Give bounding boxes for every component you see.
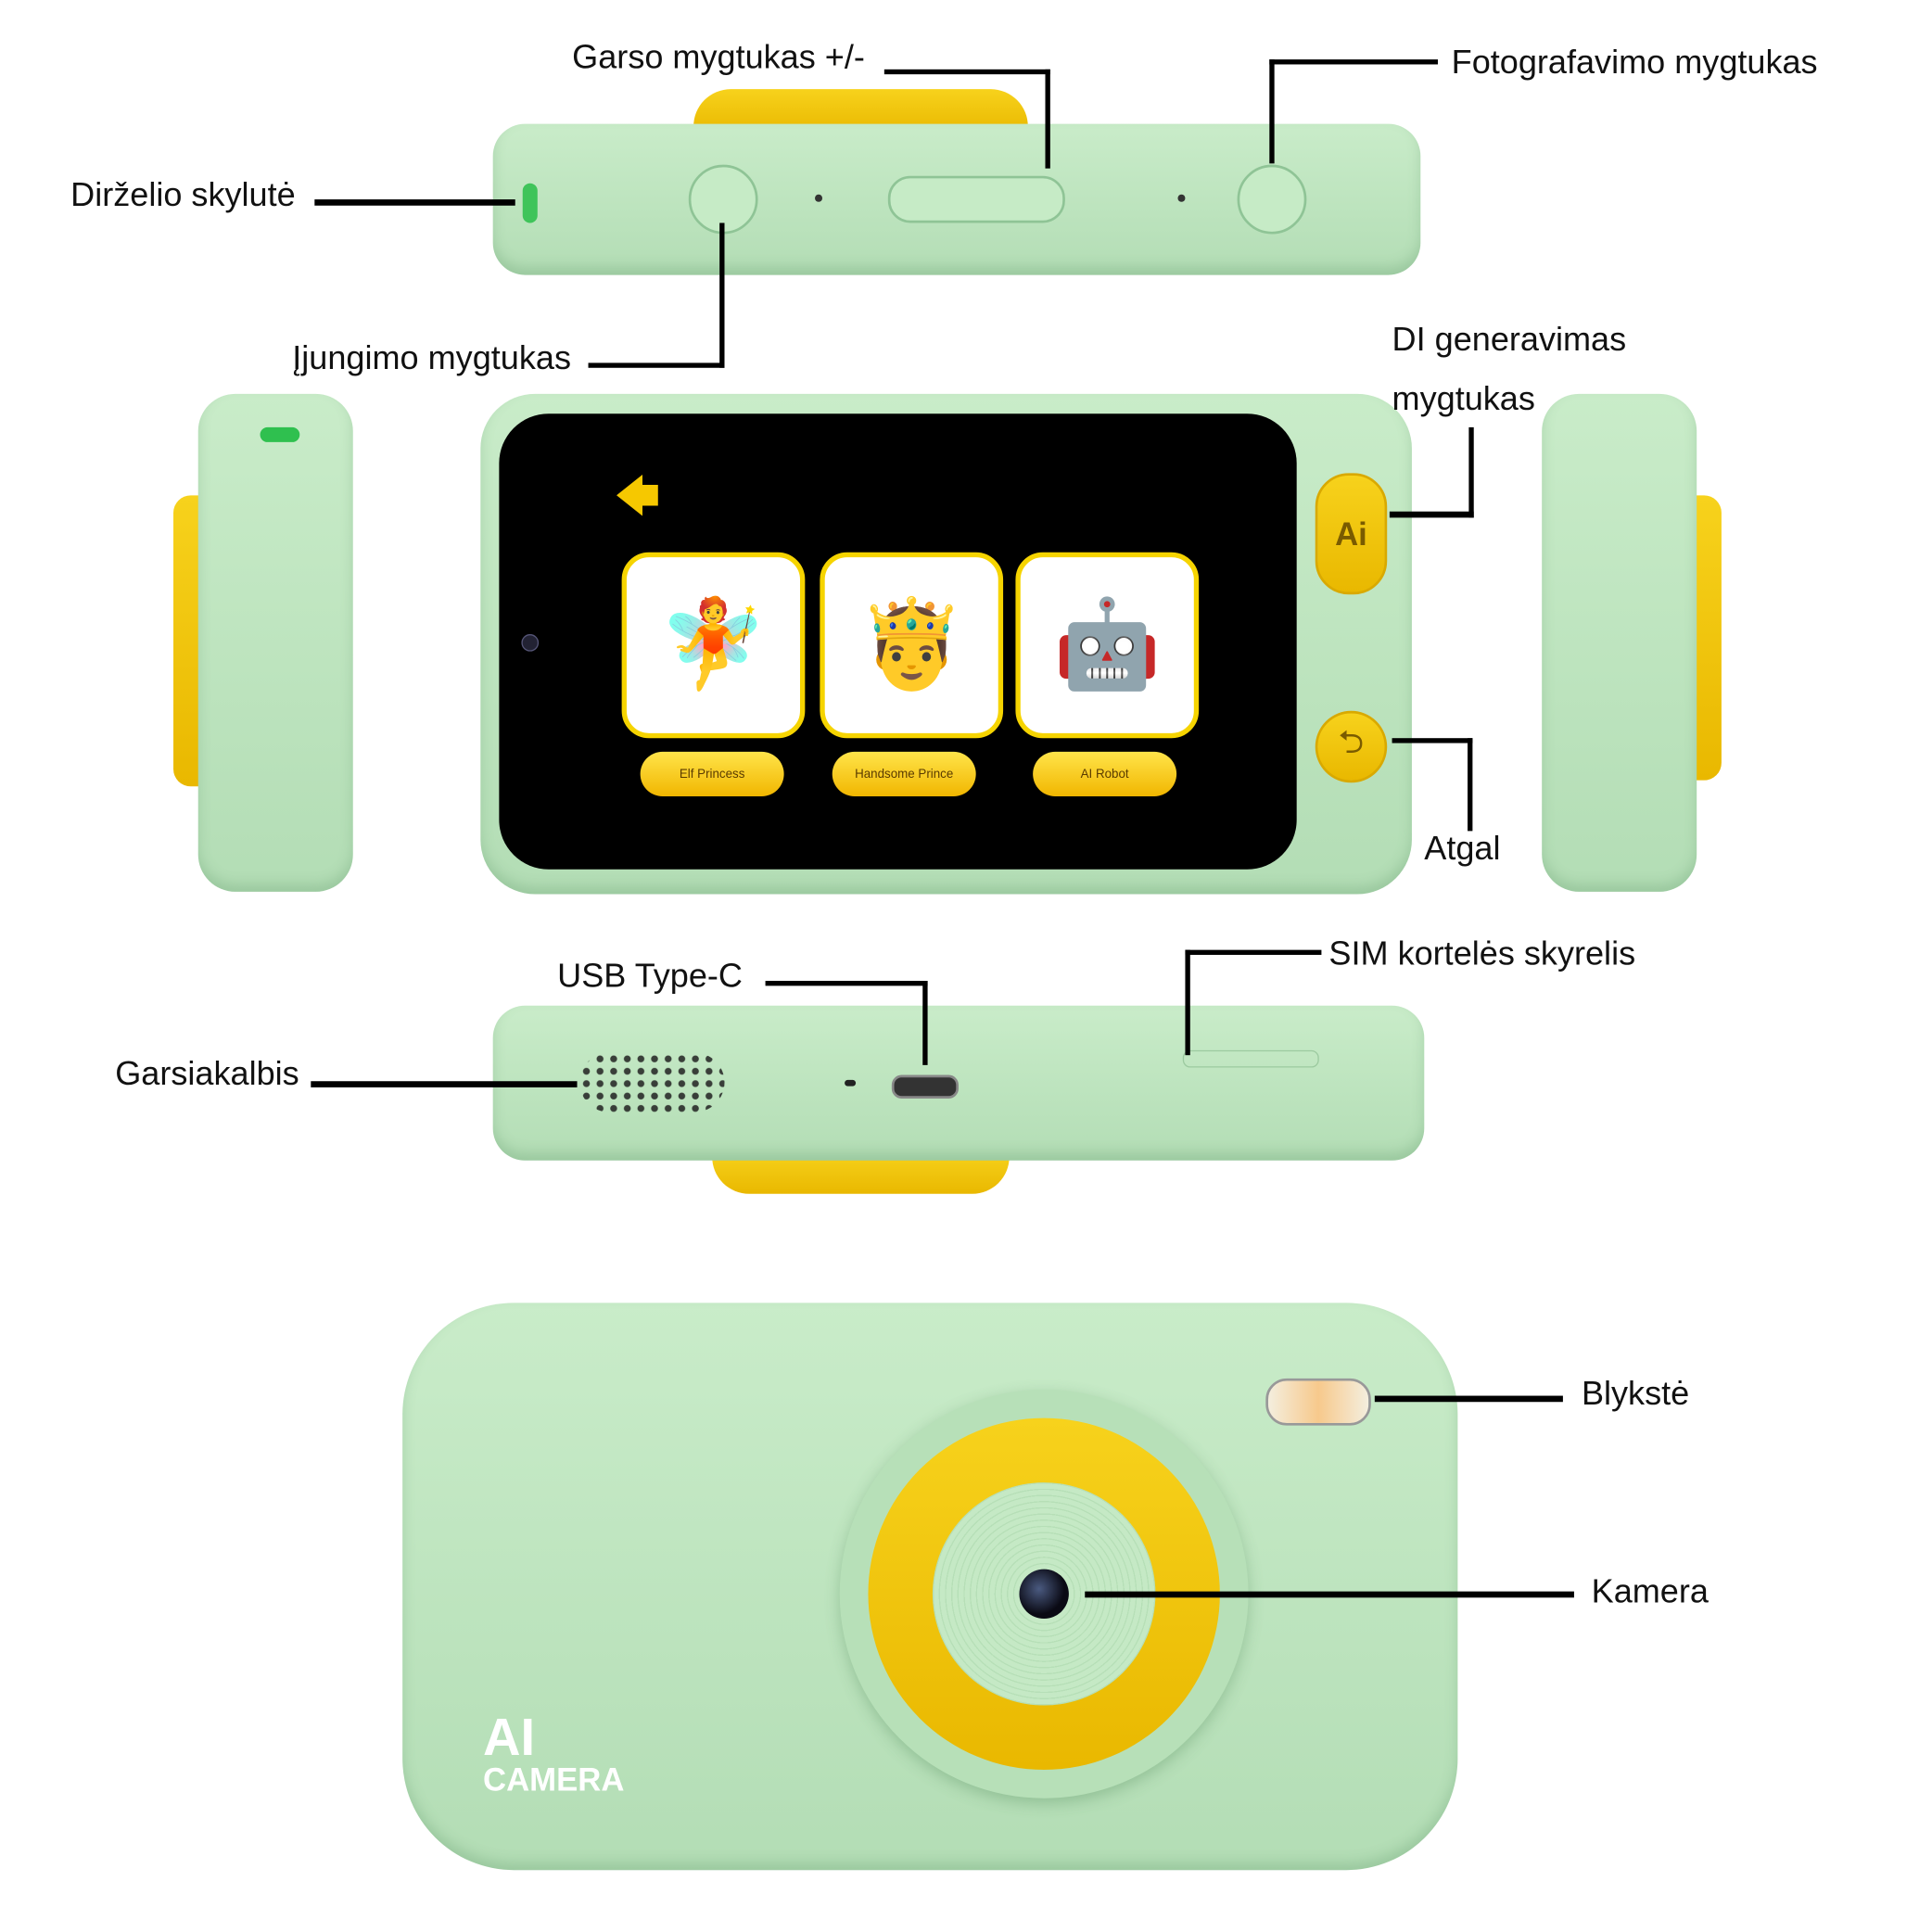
usb-c-port: [891, 1074, 959, 1099]
label-flash: Blykstė: [1581, 1374, 1690, 1412]
leader-line: [719, 222, 725, 368]
prince-icon: 🤴: [857, 595, 966, 693]
leader-line: [1389, 511, 1474, 518]
brand-line2: CAMERA: [483, 1760, 625, 1799]
brand-logo: AI CAMERA: [483, 1708, 625, 1799]
camera-lens: [1019, 1569, 1069, 1620]
leader-line: [1468, 426, 1474, 518]
leader-line: [1045, 69, 1050, 169]
character-card[interactable]: 🤴: [820, 552, 1004, 739]
shutter-button: [1237, 164, 1307, 235]
flash: [1265, 1378, 1371, 1426]
label-ai-line1: DI generavimas: [1392, 320, 1627, 359]
leader-line: [883, 69, 1050, 75]
leader-line: [314, 199, 515, 206]
back-button: ⮌: [1315, 710, 1388, 783]
label-ai-line2: mygtukas: [1392, 380, 1535, 418]
brand-line1: AI: [483, 1708, 536, 1766]
volume-button: [887, 175, 1065, 223]
sim-slot: [1182, 1049, 1319, 1068]
front-camera: [521, 633, 540, 652]
microphone-hole: [845, 1079, 857, 1087]
leader-line: [1468, 738, 1473, 832]
leader-line: [922, 981, 928, 1065]
character-card[interactable]: 🤖: [1015, 552, 1200, 739]
label-camera: Kamera: [1591, 1572, 1709, 1610]
ai-button-label: Ai: [1335, 515, 1367, 553]
leader-line: [1374, 1395, 1563, 1403]
label-shutter: Fotografavimo mygtukas: [1451, 43, 1818, 81]
leader-line: [311, 1081, 578, 1087]
leader-line: [1085, 1591, 1574, 1598]
label-volume: Garso mygtukas +/-: [572, 38, 865, 76]
strap-hole: [522, 183, 538, 223]
right-side-body: [1542, 393, 1697, 892]
screen-back-arrow-icon[interactable]: 🡄: [614, 470, 661, 522]
label-power: Įjungimo mygtukas: [292, 339, 571, 377]
ai-button: Ai: [1315, 473, 1388, 595]
left-side-body: [197, 393, 353, 892]
top-dot: [1177, 194, 1186, 202]
character-label[interactable]: Elf Princess: [640, 751, 784, 796]
robot-icon: 🤖: [1053, 595, 1162, 693]
character-label[interactable]: AI Robot: [1033, 751, 1177, 796]
leader-line: [1185, 949, 1190, 1056]
leader-line: [1269, 59, 1438, 65]
left-side-slot: [260, 426, 300, 442]
leader-line: [765, 981, 928, 986]
leader-line: [588, 362, 725, 368]
label-speaker: Garsiakalbis: [115, 1055, 299, 1093]
top-dot: [815, 194, 823, 202]
elf-princess-icon: 🧚: [659, 595, 768, 693]
label-sim: SIM kortelės skyrelis: [1328, 934, 1636, 972]
character-label[interactable]: Handsome Prince: [832, 751, 976, 796]
leader-line: [1185, 949, 1322, 955]
label-usb: USB Type-C: [557, 957, 743, 995]
character-card[interactable]: 🧚: [621, 552, 806, 739]
speaker-grille: [579, 1052, 725, 1112]
label-back: Atgal: [1424, 830, 1501, 868]
leader-line: [1392, 738, 1473, 744]
back-arrow-icon: ⮌: [1338, 723, 1365, 761]
label-strap: Dirželio skylutė: [70, 175, 296, 213]
leader-line: [1269, 59, 1275, 164]
